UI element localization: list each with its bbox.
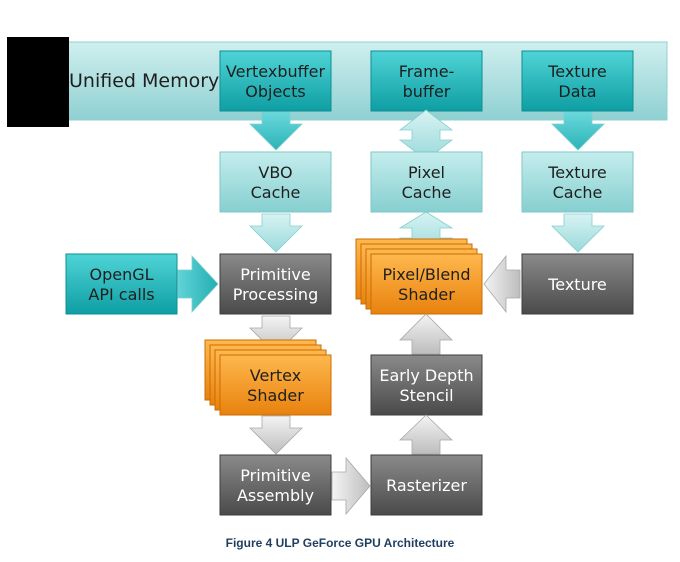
arrow-primitive-assembly-to-rasterizer bbox=[331, 456, 371, 516]
framebuffer-line2: buffer bbox=[403, 82, 451, 101]
pixel-blend-line2: Shader bbox=[398, 285, 455, 304]
vertex-shader-line2: Shader bbox=[247, 386, 304, 405]
vertexbuffer-objects-box bbox=[219, 50, 332, 112]
early-depth-line1: Early Depth bbox=[379, 366, 473, 385]
arrow-early-depth-to-pixel-shader bbox=[399, 313, 453, 355]
texture-label: Texture bbox=[547, 275, 607, 294]
vertexbuffer-objects-line1: Vertexbuffer bbox=[226, 62, 326, 81]
primitive-assembly-line1: Primitive bbox=[240, 466, 310, 485]
arrow-opengl-to-primitive-processing bbox=[177, 254, 219, 314]
texture-cache-line2: Cache bbox=[553, 183, 603, 202]
pixel-blend-shader-box bbox=[370, 253, 483, 315]
early-depth-line2: Stencil bbox=[399, 386, 453, 405]
black-block bbox=[7, 37, 69, 127]
pixel-cache-box bbox=[370, 151, 483, 213]
primitive-processing-line2: Processing bbox=[233, 285, 318, 304]
texture-data-line1: Texture bbox=[547, 62, 607, 81]
unified-memory-label: Unified Memory bbox=[69, 70, 219, 92]
texture-cache-box bbox=[521, 151, 634, 213]
arrow-rasterizer-to-early-depth bbox=[399, 414, 453, 455]
texture-data-box bbox=[521, 50, 634, 112]
framebuffer-line1: Frame- bbox=[399, 62, 455, 81]
arrow-vbo-to-cache bbox=[249, 111, 303, 151]
rasterizer-label: Rasterizer bbox=[386, 476, 467, 495]
texture-cache-line1: Texture bbox=[547, 163, 607, 182]
rasterizer-box bbox=[370, 454, 483, 516]
vbo-cache-line2: Cache bbox=[251, 183, 301, 202]
opengl-line2: API calls bbox=[88, 285, 154, 304]
figure-caption: Figure 4 ULP GeForce GPU Architecture bbox=[226, 536, 455, 550]
opengl-line1: OpenGL bbox=[89, 265, 153, 284]
pixel-blend-line1: Pixel/Blend bbox=[383, 265, 471, 284]
texture-data-line2: Data bbox=[558, 82, 596, 101]
vertex-shader-line1: Vertex bbox=[250, 366, 301, 385]
arrow-vbo-cache-to-primitive-processing bbox=[249, 213, 303, 253]
arrow-texture-cache-to-texture bbox=[551, 213, 605, 253]
arrow-texture-to-cache bbox=[551, 111, 605, 151]
primitive-processing-box bbox=[219, 253, 332, 315]
framebuffer-box bbox=[370, 50, 483, 112]
vbo-cache-box bbox=[219, 151, 332, 213]
arrow-vertex-to-primitive-assembly bbox=[249, 415, 303, 455]
vbo-cache-line1: VBO bbox=[258, 163, 292, 182]
primitive-processing-line1: Primitive bbox=[240, 265, 310, 284]
early-depth-stencil-box bbox=[370, 354, 483, 416]
vertexbuffer-objects-line2: Objects bbox=[245, 82, 305, 101]
pixel-cache-line2: Cache bbox=[402, 183, 452, 202]
pixel-cache-line1: Pixel bbox=[408, 163, 445, 182]
vertex-shader-box bbox=[219, 354, 332, 416]
texture-box bbox=[521, 253, 634, 315]
primitive-assembly-line2: Assembly bbox=[237, 486, 314, 505]
primitive-assembly-box bbox=[219, 454, 332, 516]
arrow-texture-to-pixel-shader bbox=[483, 254, 521, 314]
opengl-api-calls-box bbox=[65, 253, 178, 315]
